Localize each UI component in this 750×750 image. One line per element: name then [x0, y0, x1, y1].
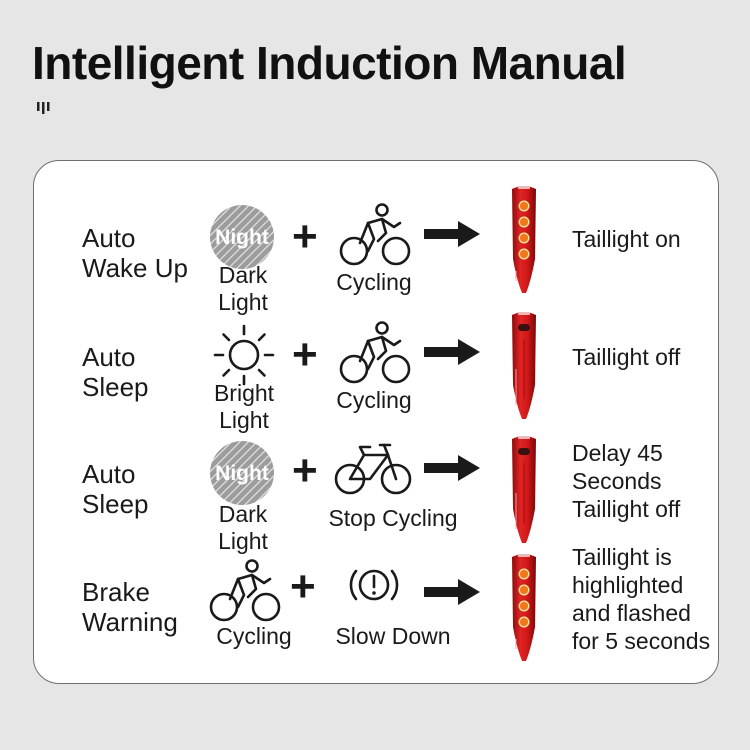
mode-row-auto-wake-up: Auto Wake Up Night Dark Light + Cycling	[34, 186, 718, 339]
result-line: highlighted	[572, 572, 684, 598]
manual-card: Auto Wake Up Night Dark Light + Cycling	[33, 160, 719, 684]
action-caption: Cycling	[336, 269, 412, 295]
mode-label: Auto Sleep	[82, 459, 149, 519]
result-line: and flashed	[572, 600, 691, 626]
mode-line: Brake	[82, 577, 150, 607]
sun-icon	[213, 324, 275, 386]
plus-sign: +	[290, 562, 316, 611]
taillight-off-icon	[512, 436, 536, 543]
result-text: Taillight off	[572, 343, 680, 371]
cyclist-icon	[339, 203, 411, 266]
mode-line: Auto	[82, 459, 136, 489]
mode-row-auto-sleep-stop: Auto Sleep Night Dark Light + Stop Cycli…	[34, 436, 718, 575]
condition-caption: Bright Light	[204, 380, 284, 434]
plus-sign: +	[292, 212, 318, 261]
mode-label: Brake Warning	[82, 577, 178, 637]
mode-line: Wake Up	[82, 253, 188, 283]
result-text: Taillight is highlighted and flashed for…	[572, 543, 710, 655]
mode-line: Warning	[82, 607, 178, 637]
mode-label: Auto Sleep	[82, 342, 149, 402]
caption-line: Bright	[213, 380, 275, 406]
condition-caption: Dark Light	[206, 262, 280, 316]
condition-caption: Cycling	[206, 623, 302, 650]
mode-row-brake-warning: Brake Warning Cycling +	[34, 544, 718, 693]
arrow-right-icon	[424, 455, 480, 481]
result-line: Taillight on	[572, 226, 681, 252]
mode-row-auto-sleep: Auto Sleep Bright Light +	[34, 312, 718, 457]
cyclist-icon	[209, 559, 281, 622]
result-line: Taillight is	[572, 544, 672, 570]
result-text: Delay 45 Seconds Taillight off	[572, 439, 680, 523]
mode-line: Sleep	[82, 372, 149, 402]
result-line: for 5 seconds	[572, 628, 711, 654]
caption-line: Cycling	[216, 623, 292, 649]
mode-line: Auto	[82, 342, 136, 372]
action-caption: Stop Cycling	[328, 505, 458, 531]
arrow-right-icon	[424, 339, 480, 365]
page-title: Intelligent Induction Manual	[32, 37, 627, 89]
result-text: Taillight on	[572, 225, 681, 253]
taillight-flashing-icon	[512, 554, 536, 661]
taillight-off-icon	[512, 312, 536, 419]
condition-caption: Dark Light	[206, 501, 280, 555]
result-line: Seconds	[572, 468, 662, 494]
brake-warning-icon	[349, 569, 399, 601]
cyclist-icon	[339, 321, 411, 384]
night-badge: Night	[215, 462, 269, 485]
night-icon: Night	[210, 205, 274, 269]
taillight-on-icon	[512, 186, 536, 293]
action-caption: Cycling	[336, 387, 412, 413]
result-line: Delay 45	[572, 440, 663, 466]
arrow-right-icon	[424, 221, 480, 247]
quote-mark-icon	[37, 102, 50, 114]
plus-sign: +	[292, 330, 318, 379]
result-line: Taillight off	[572, 344, 681, 370]
night-icon: Night	[210, 441, 274, 505]
plus-sign: +	[292, 446, 318, 495]
caption-line: Dark	[218, 501, 268, 527]
bicycle-icon	[334, 443, 412, 495]
caption-line: Light	[218, 289, 268, 315]
caption-line: Light	[218, 528, 268, 554]
caption-line: Light	[219, 407, 269, 433]
action-caption: Slow Down	[335, 623, 451, 649]
mode-line: Sleep	[82, 489, 149, 519]
arrow-right-icon	[424, 579, 480, 605]
mode-line: Auto	[82, 223, 136, 253]
result-line: Taillight off	[572, 496, 681, 522]
mode-label: Auto Wake Up	[82, 223, 188, 283]
night-badge: Night	[215, 226, 269, 249]
caption-line: Dark	[218, 262, 268, 288]
